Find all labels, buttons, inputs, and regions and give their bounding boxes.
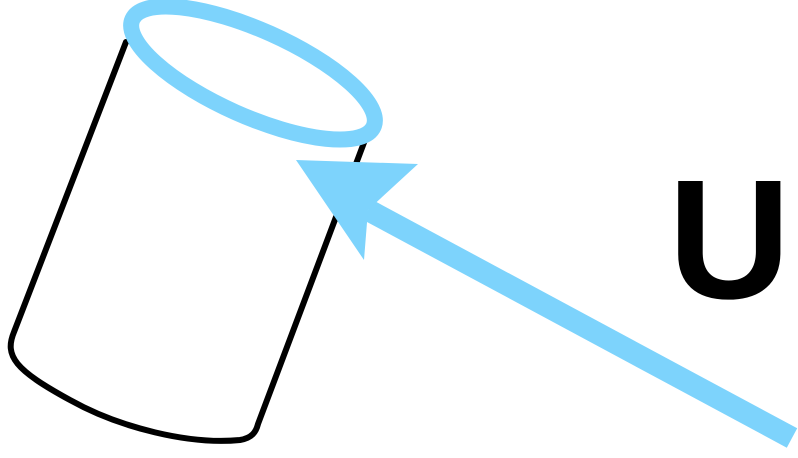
arrow-head — [296, 160, 418, 260]
cylinder-body — [11, 42, 368, 441]
top-face-highlight — [115, 0, 391, 166]
face-label: U — [668, 150, 788, 330]
